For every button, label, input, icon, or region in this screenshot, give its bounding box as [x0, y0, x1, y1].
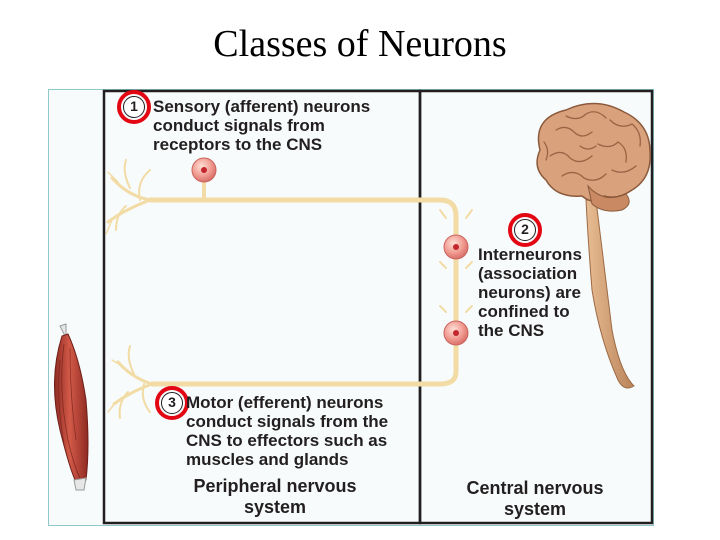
motor-neuron-label: Motor (efferent) neurons conduct signals…: [186, 393, 389, 469]
interneuron-label: Interneurons (association neurons) are c…: [478, 245, 582, 340]
sensory-neuron-label: Sensory (afferent) neurons conduct signa…: [153, 97, 371, 154]
interneuron-highlight-ring: [508, 213, 542, 247]
brain-icon: [536, 102, 651, 389]
motor-neuron: [107, 345, 443, 419]
sensory-cell-body: [191, 157, 217, 183]
central-system-label: Central nervous system: [466, 478, 604, 519]
central-region-box: [418, 89, 654, 525]
motor-highlight-ring: [155, 386, 189, 420]
peripheral-system-label: Peripheral nervous system: [193, 476, 357, 517]
slide-title: Classes of Neurons: [213, 23, 507, 65]
muscle-icon: [54, 323, 89, 491]
interneuron-chain: [437, 255, 473, 387]
sensory-neuron: [105, 159, 473, 243]
interneuron-cell-body-lower: [443, 320, 469, 346]
sensory-highlight-ring: [117, 90, 151, 124]
interneuron-cell-body-upper: [443, 234, 469, 260]
